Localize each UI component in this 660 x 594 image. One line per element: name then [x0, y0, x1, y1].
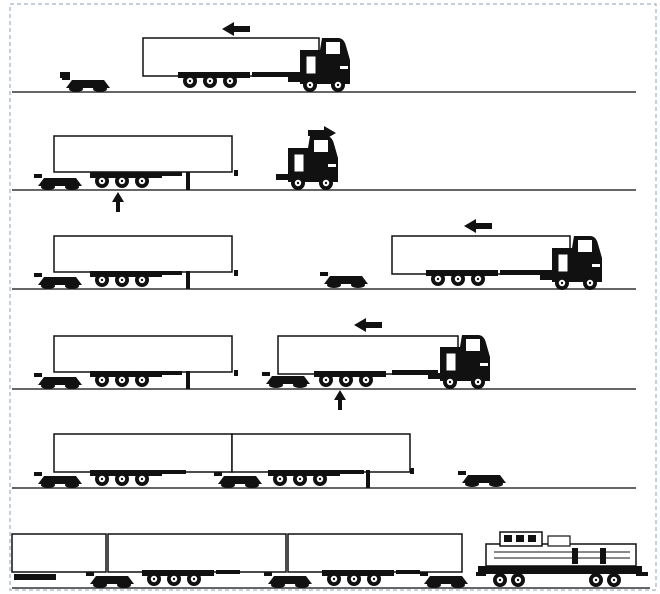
- bogie-icon: [34, 174, 82, 190]
- bogie-icon: [320, 272, 368, 288]
- step-1: [12, 22, 636, 93]
- trailer-icon: [231, 433, 414, 488]
- arrow-left-icon: [464, 219, 492, 233]
- truck-cab-icon: [276, 136, 338, 190]
- bogie-icon: [264, 572, 312, 588]
- bogie-icon: [34, 472, 82, 488]
- arrow-left-icon: [222, 22, 250, 36]
- step-2: [12, 126, 636, 212]
- bogie-icon: [458, 471, 506, 487]
- arrow-up-icon: [334, 390, 346, 410]
- trailer-icon: [53, 335, 238, 389]
- trailer-icon: [11, 533, 107, 580]
- step-3: [12, 219, 636, 290]
- trailer-icon: [142, 37, 320, 88]
- diagram-frame: [9, 3, 657, 591]
- trailer-icon: [53, 235, 238, 289]
- trailer-icon: [53, 433, 233, 486]
- bogie-icon: [34, 373, 82, 389]
- bogie-icon: [34, 273, 82, 289]
- step-4: [12, 318, 636, 410]
- arrow-up-icon: [112, 192, 124, 212]
- trailer-icon: [107, 533, 287, 586]
- step-6: [11, 531, 650, 589]
- trailer-icon: [53, 135, 238, 190]
- bogie-icon: [420, 572, 468, 588]
- bogie-icon: [214, 472, 262, 488]
- trailer-icon: [287, 533, 463, 586]
- step-5: [12, 433, 636, 489]
- bogie-icon: [86, 572, 134, 588]
- arrow-left-icon: [354, 318, 382, 332]
- bogie-icon: [62, 76, 110, 92]
- locomotive-icon: [476, 531, 648, 587]
